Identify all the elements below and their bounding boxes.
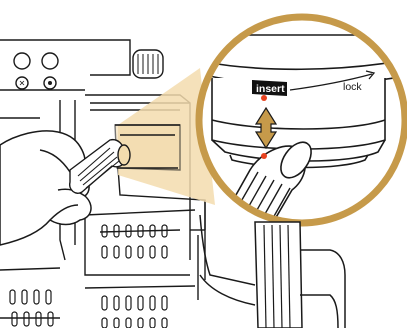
lock-label-text: lock (343, 81, 362, 93)
insert-label-text: insert (256, 83, 285, 95)
select-button (42, 53, 58, 69)
handle-marker (261, 153, 267, 159)
dot-icon (48, 81, 52, 85)
insert-marker (261, 95, 267, 101)
power-button (14, 53, 30, 69)
zoom-detail: insert lock (199, 17, 405, 262)
control-buttons (14, 53, 58, 89)
handle-shaft (255, 222, 302, 328)
